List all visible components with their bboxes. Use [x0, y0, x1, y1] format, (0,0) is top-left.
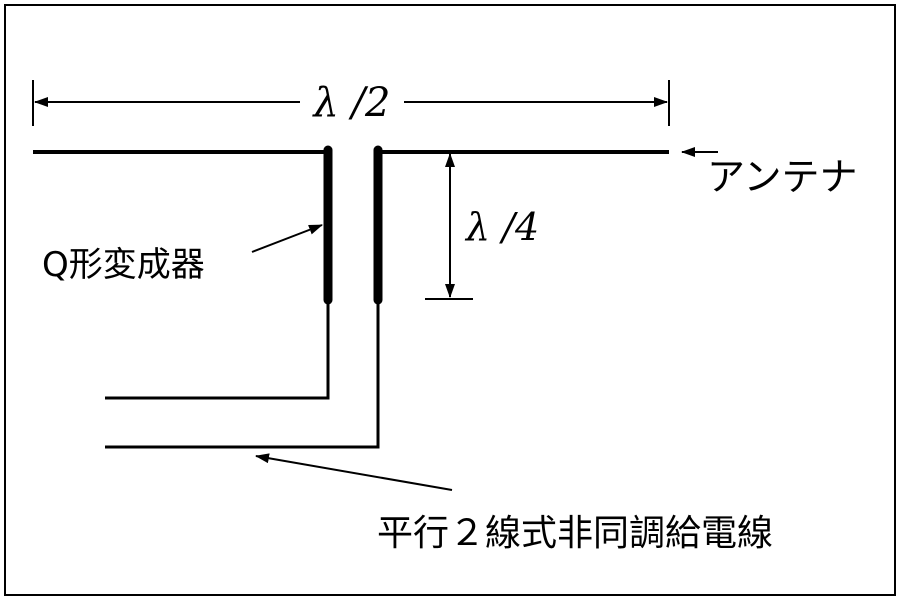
diagram-border [4, 4, 896, 596]
q-transformer-label: Q形変成器 [42, 245, 205, 285]
feeder-pointer-arrow [255, 453, 453, 491]
half-wavelength-label: λ /2 [312, 80, 391, 126]
feeder-wire-lower [105, 298, 380, 449]
q-transformer-pointer-arrow [251, 224, 323, 253]
q-transformer [323, 145, 383, 305]
half-wavelength-dimension: λ /2 [32, 80, 670, 126]
quarter-wavelength-label: λ /4 [464, 205, 539, 249]
antenna-element-left [33, 150, 330, 165]
feeder-line [105, 298, 380, 449]
feeder-wire-upper [105, 298, 330, 400]
antenna-element-right [376, 150, 669, 165]
feeder-label: 平行２線式非同調給電線 [377, 513, 773, 554]
antenna-label: アンテナ [707, 155, 857, 199]
quarter-wavelength-dimension: λ /4 [425, 153, 539, 300]
